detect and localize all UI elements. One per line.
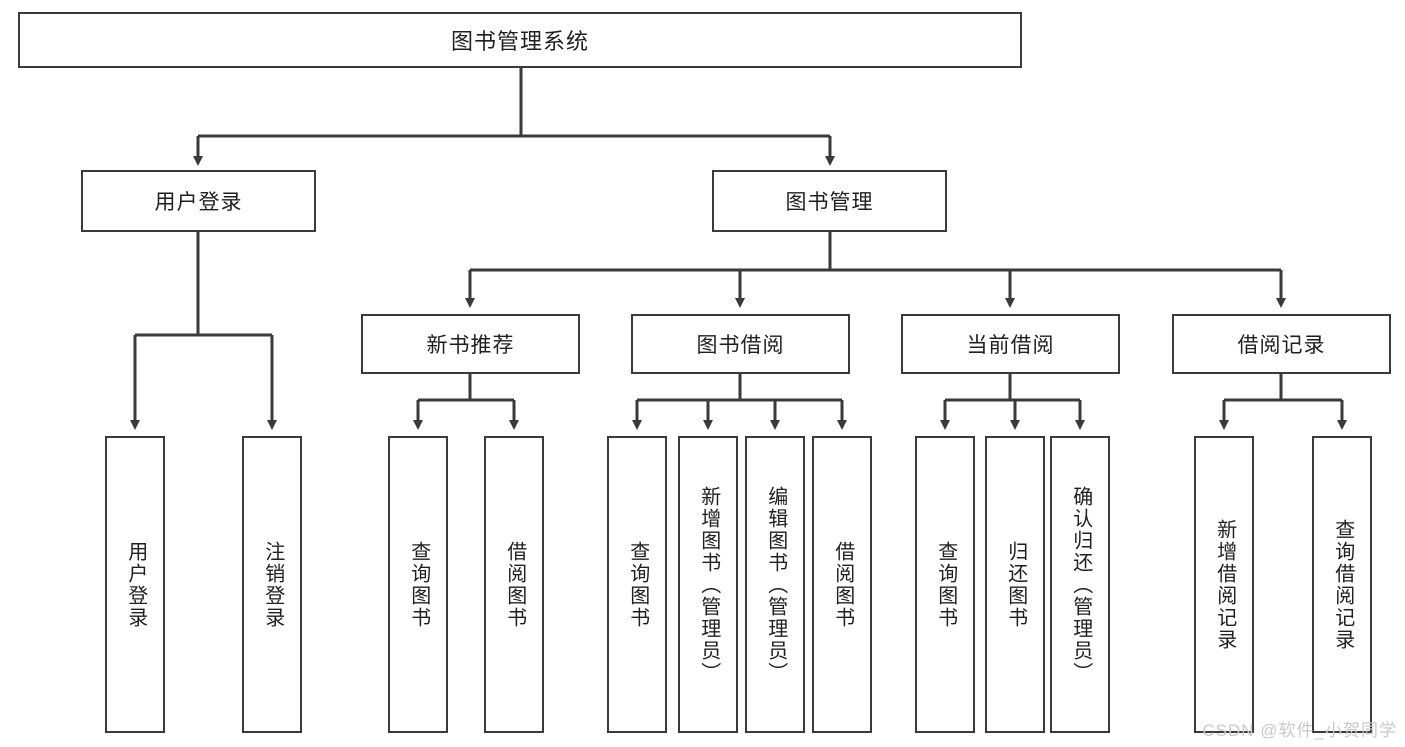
node-label: 归还图书 <box>1004 540 1027 629</box>
node-book-management[interactable]: 图书管理 <box>712 170 947 232</box>
node-label: 借阅记录 <box>1237 334 1326 357</box>
node-book-borrow[interactable]: 图书借阅 <box>631 314 850 374</box>
node-label: 用户登录 <box>124 540 147 629</box>
node-root-system[interactable]: 图书管理系统 <box>18 12 1022 68</box>
leaf-record-add-record[interactable]: 新增借阅记录 <box>1194 436 1254 733</box>
node-label: 借阅图书 <box>831 540 854 629</box>
leaf-user-login-logout[interactable]: 注销登录 <box>242 436 302 733</box>
node-label: 确认归还（管理员） <box>1069 485 1092 684</box>
node-label: 新增借阅记录 <box>1213 518 1236 651</box>
node-label: 图书管理系统 <box>450 29 589 54</box>
node-label: 用户登录 <box>154 191 243 214</box>
node-label: 借阅图书 <box>503 540 526 629</box>
leaf-current-query-book[interactable]: 查询图书 <box>915 436 975 733</box>
node-current-borrow[interactable]: 当前借阅 <box>901 314 1120 374</box>
node-label: 查询借阅记录 <box>1331 518 1354 651</box>
node-label: 查询图书 <box>407 540 430 629</box>
leaf-user-login-login[interactable]: 用户登录 <box>105 436 165 733</box>
node-label: 图书借阅 <box>696 334 785 357</box>
leaf-recommend-borrow-book[interactable]: 借阅图书 <box>484 436 544 733</box>
node-label: 图书管理 <box>785 191 874 214</box>
node-label: 新增图书（管理员） <box>697 485 720 684</box>
watermark-text: CSDN @软件_小贺同学 <box>1202 721 1397 740</box>
leaf-borrow-add-book[interactable]: 新增图书（管理员） <box>678 436 738 733</box>
leaf-recommend-query-book[interactable]: 查询图书 <box>388 436 448 733</box>
node-borrow-record[interactable]: 借阅记录 <box>1172 314 1391 374</box>
node-label: 编辑图书（管理员） <box>764 485 787 684</box>
node-label: 注销登录 <box>261 540 284 629</box>
node-user-login[interactable]: 用户登录 <box>81 170 316 232</box>
leaf-borrow-edit-book[interactable]: 编辑图书（管理员） <box>745 436 805 733</box>
leaf-borrow-borrow-book[interactable]: 借阅图书 <box>812 436 872 733</box>
node-new-book-recommend[interactable]: 新书推荐 <box>361 314 580 374</box>
leaf-current-confirm-return[interactable]: 确认归还（管理员） <box>1050 436 1110 733</box>
node-label: 查询图书 <box>626 540 649 629</box>
leaf-borrow-query-book[interactable]: 查询图书 <box>607 436 667 733</box>
node-label: 新书推荐 <box>426 334 515 357</box>
leaf-record-query-record[interactable]: 查询借阅记录 <box>1312 436 1372 733</box>
node-label: 查询图书 <box>934 540 957 629</box>
node-label: 当前借阅 <box>966 334 1055 357</box>
leaf-current-return-book[interactable]: 归还图书 <box>985 436 1045 733</box>
